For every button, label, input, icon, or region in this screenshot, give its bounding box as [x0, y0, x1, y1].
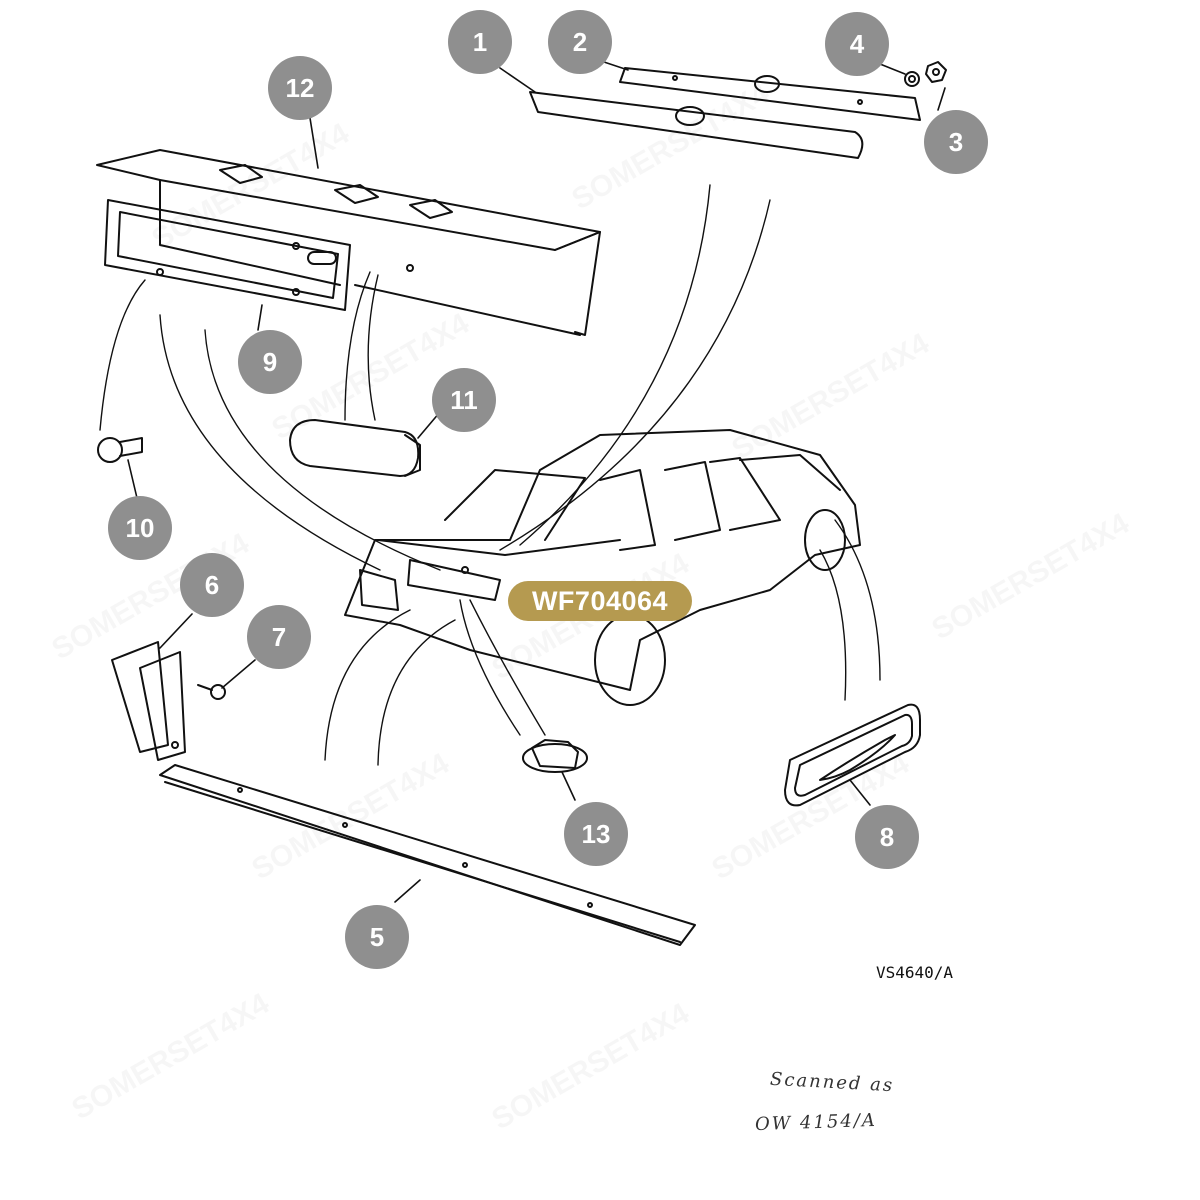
part-8-emblem — [784, 703, 921, 807]
part-9-plinth — [104, 199, 351, 311]
callout-5[interactable]: 5 — [345, 905, 409, 969]
part-2-moulding — [619, 67, 921, 121]
part-12-rear-finisher-panel — [96, 149, 601, 336]
part-11-lamp — [289, 419, 421, 477]
callout-1[interactable]: 1 — [448, 10, 512, 74]
callout-7[interactable]: 7 — [247, 605, 311, 669]
callout-8[interactable]: 8 — [855, 805, 919, 869]
car-illustration — [344, 429, 861, 706]
callout-10[interactable]: 10 — [108, 496, 172, 560]
part-7-screw — [197, 684, 226, 700]
drawing-number: VS4640/A — [876, 963, 954, 982]
handwritten-note-line2: OW 4154/A — [754, 1109, 878, 1136]
callout-4[interactable]: 4 — [825, 12, 889, 76]
part-5-strip — [159, 764, 696, 946]
callout-12[interactable]: 12 — [268, 56, 332, 120]
part-10-clip — [97, 437, 143, 463]
callout-13[interactable]: 13 — [564, 802, 628, 866]
leader-lines — [127, 59, 946, 903]
callout-3[interactable]: 3 — [924, 110, 988, 174]
part-3-nut — [925, 61, 947, 83]
part-1-moulding — [529, 91, 864, 159]
callout-6[interactable]: 6 — [180, 553, 244, 617]
callout-2[interactable]: 2 — [548, 10, 612, 74]
callout-9[interactable]: 9 — [238, 330, 302, 394]
part-13-clip — [522, 739, 588, 773]
part-6-bracket — [111, 641, 186, 761]
part-4-nut — [904, 71, 920, 87]
callout-11[interactable]: 11 — [432, 368, 496, 432]
part-reference-label[interactable]: WF704064 — [508, 581, 692, 621]
sweep-lines — [99, 184, 881, 766]
